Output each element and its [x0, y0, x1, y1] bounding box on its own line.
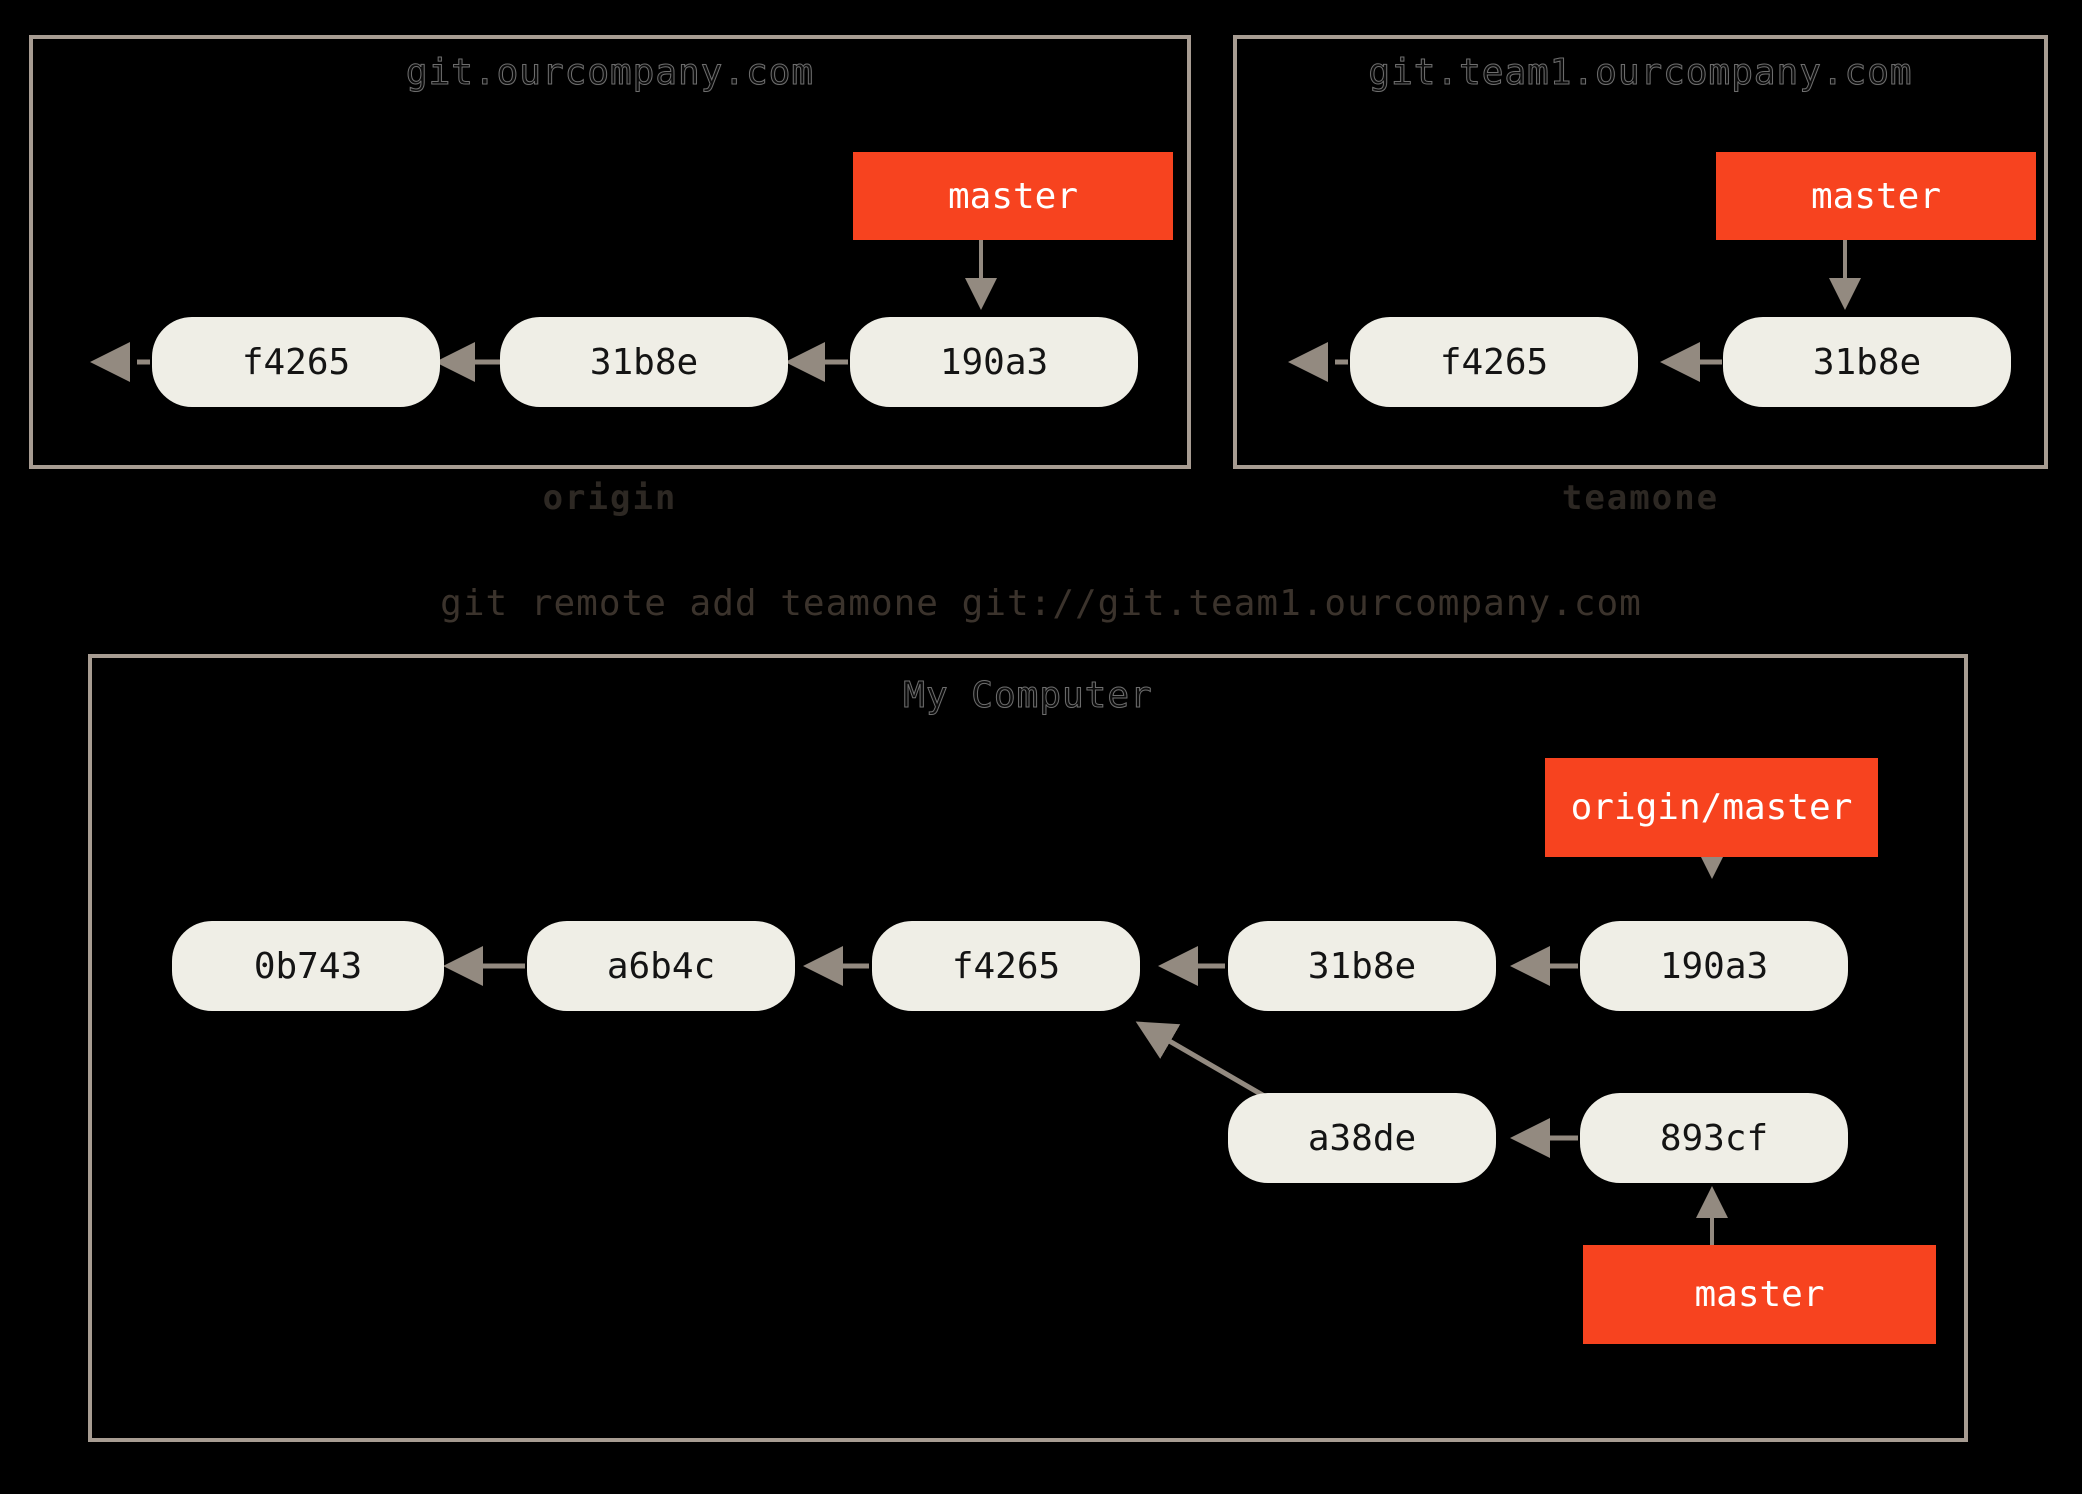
panel-teamone-caption: teamone	[1561, 478, 1720, 518]
commit-node[interactable]: 190a3	[850, 317, 1138, 407]
branch-label[interactable]: master	[1583, 1245, 1936, 1344]
branch-label[interactable]: origin/master	[1545, 758, 1878, 857]
panel-teamone	[1233, 35, 2048, 469]
panel-teamone-title: git.team1.ourcompany.com	[1368, 52, 1913, 94]
branch-label[interactable]: master	[853, 152, 1173, 240]
panel-origin	[29, 35, 1191, 469]
panel-origin-caption: origin	[542, 478, 678, 518]
commit-node[interactable]: 893cf	[1580, 1093, 1848, 1183]
panel-origin-title: git.ourcompany.com	[405, 52, 815, 94]
command-caption: git remote add teamone git://git.team1.o…	[440, 583, 1642, 624]
commit-node[interactable]: 0b743	[172, 921, 444, 1011]
commit-node[interactable]: f4265	[872, 921, 1140, 1011]
branch-label[interactable]: master	[1716, 152, 2036, 240]
panel-my-computer-title: My Computer	[903, 675, 1153, 717]
commit-node[interactable]: a38de	[1228, 1093, 1496, 1183]
commit-node[interactable]: 31b8e	[1228, 921, 1496, 1011]
commit-node[interactable]: f4265	[152, 317, 440, 407]
commit-node[interactable]: 31b8e	[500, 317, 788, 407]
commit-node[interactable]: f4265	[1350, 317, 1638, 407]
commit-node[interactable]: a6b4c	[527, 921, 795, 1011]
commit-node[interactable]: 31b8e	[1723, 317, 2011, 407]
commit-node[interactable]: 190a3	[1580, 921, 1848, 1011]
panel-my-computer	[88, 654, 1968, 1442]
